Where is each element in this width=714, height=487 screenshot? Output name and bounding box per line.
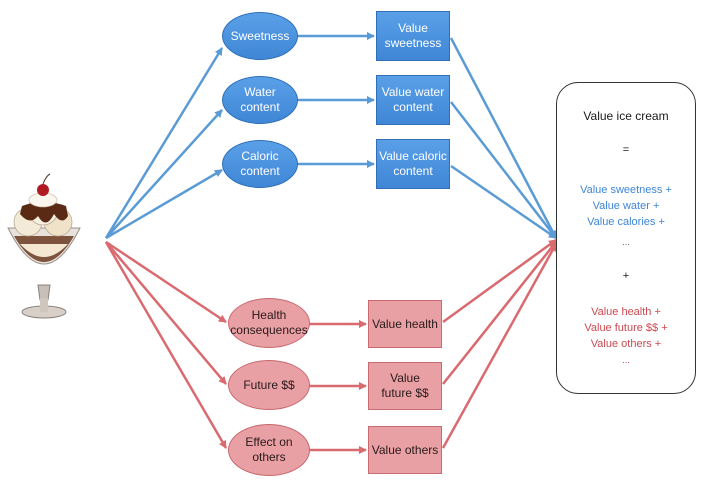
arrow-valuecal-summary	[450, 164, 557, 240]
arrow-sundae-sweetness	[104, 47, 224, 239]
summary-blue-line: Value sweetness +	[580, 184, 672, 196]
summary-equals: =	[622, 144, 630, 156]
attr-water-label: Water content	[240, 85, 280, 114]
attr-sweetness-label: Sweetness	[230, 28, 290, 43]
attr-effect-on-others: Effect on others	[228, 424, 310, 476]
value-sweetness-label: Value sweetness	[384, 21, 442, 50]
summary-title: Value ice cream	[583, 109, 669, 123]
summary-ellipsis: ...	[622, 237, 630, 247]
attr-sweetness: Sweetness	[222, 12, 298, 60]
attr-health-consequences: Health consequences	[228, 298, 310, 348]
attr-others-label: Effect on others	[245, 435, 293, 464]
attr-future-label: Future $$	[243, 377, 295, 392]
arrow-sundae-water	[105, 109, 223, 239]
summary-red-line: Value future $$ +	[584, 322, 668, 334]
value-caloric-box: Value caloric content	[376, 139, 450, 189]
value-future-label: Value future $$	[381, 371, 429, 400]
value-others-box: Value others	[368, 426, 442, 474]
value-caloric-label: Value caloric content	[379, 149, 447, 178]
value-future-box: Value future $$	[368, 362, 442, 410]
value-health-label: Value health	[372, 316, 438, 331]
value-water-box: Value water content	[376, 75, 450, 125]
summary-red-line: Value others +	[590, 338, 662, 350]
arrow-valuefuture-summary	[442, 241, 557, 385]
summary-red-line: Value health +	[591, 306, 661, 318]
attr-caloric-content: Caloric content	[222, 140, 298, 188]
value-others-label: Value others	[371, 442, 439, 457]
summary-blue-line: Value calories +	[587, 216, 665, 228]
arrow-valuewater-summary	[450, 101, 557, 239]
summary-plus: +	[622, 270, 630, 282]
attr-water-content: Water content	[222, 76, 298, 124]
attr-health-label: Health consequences	[230, 308, 308, 337]
arrow-sundae-caloric	[105, 168, 223, 240]
attr-caloric-label: Caloric content	[240, 149, 280, 178]
arrow-sundae-future	[105, 241, 227, 385]
arrow-sundae-health	[105, 240, 227, 324]
summary-ellipsis: ...	[622, 355, 630, 365]
summary-blue-line: Value water +	[592, 200, 660, 212]
value-sweetness-box: Value sweetness	[376, 11, 450, 61]
arrow-valuehealth-summary	[442, 238, 557, 324]
value-water-label: Value water content	[381, 85, 445, 114]
value-health-box: Value health	[368, 300, 442, 348]
arrow-sundae-others	[104, 241, 228, 449]
ice-cream-sundae-icon	[7, 173, 81, 319]
value-ice-cream-summary: Value ice cream = Value sweetness + Valu…	[556, 82, 696, 394]
arrow-valuesweet-summary	[449, 37, 558, 239]
arrow-valueothers-summary	[441, 243, 558, 449]
attr-future-money: Future $$	[228, 360, 310, 410]
